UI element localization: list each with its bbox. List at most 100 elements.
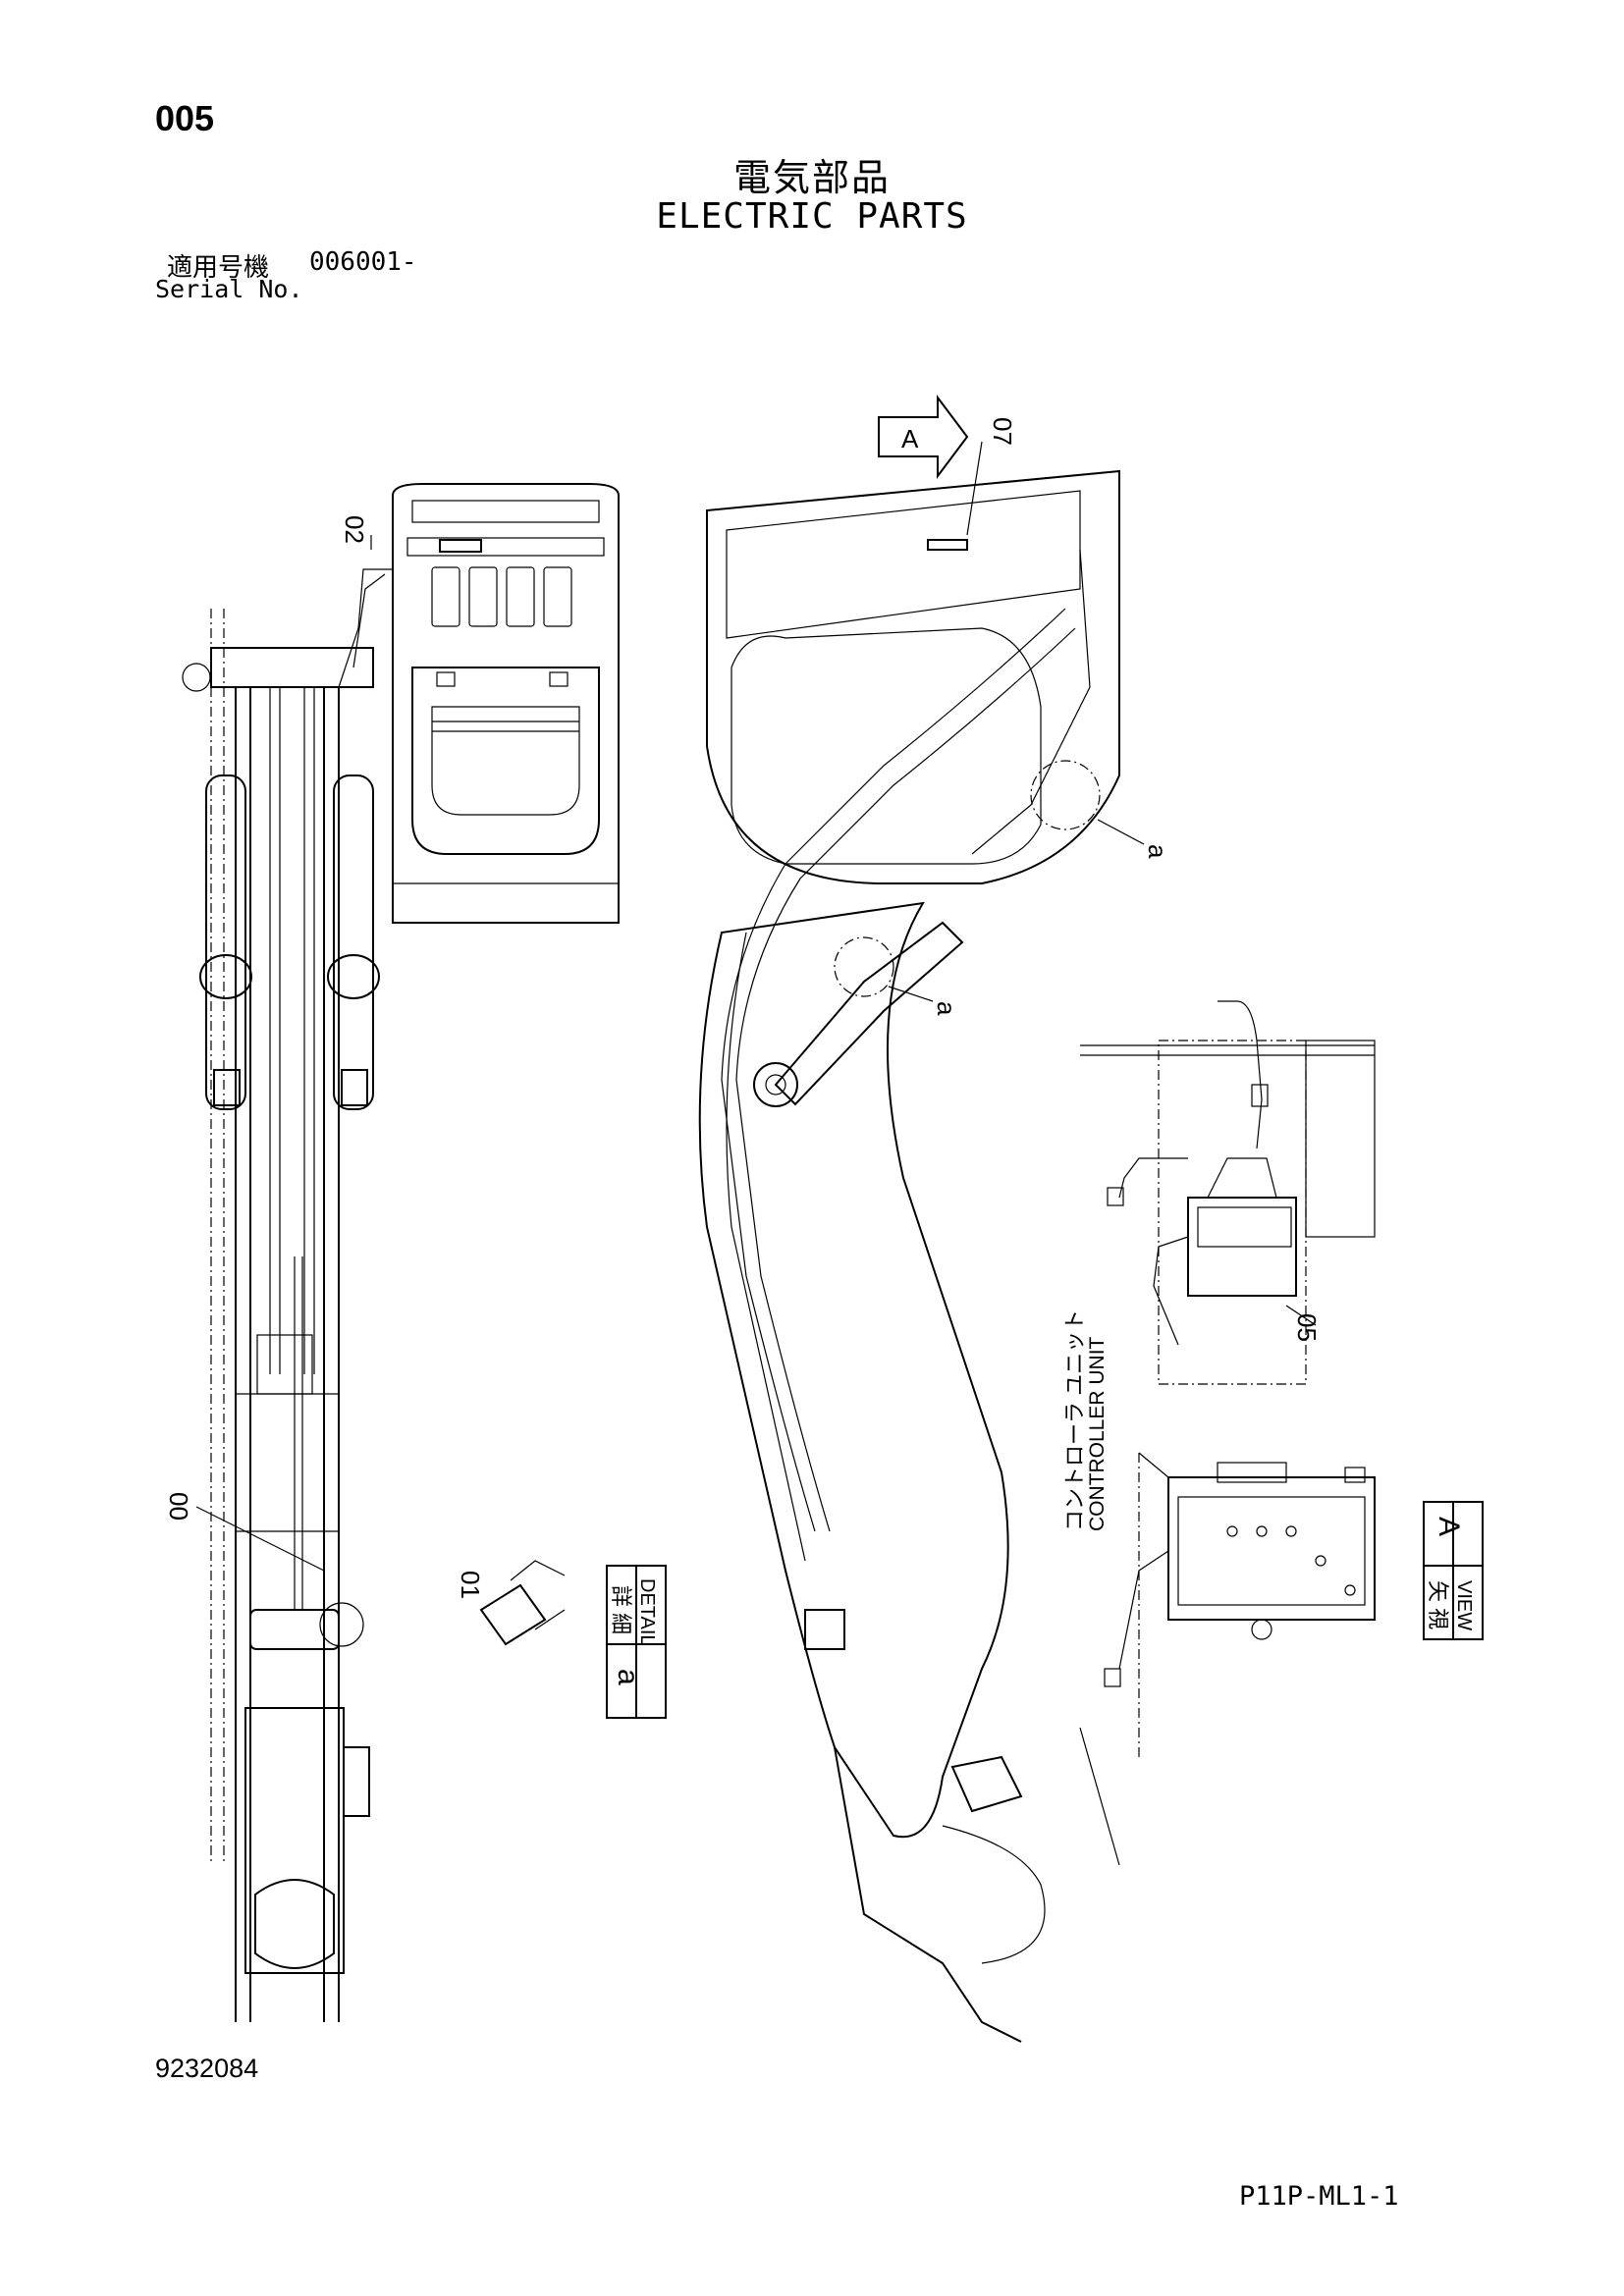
view-arrow-shape xyxy=(878,395,969,479)
bolt xyxy=(1344,1584,1356,1596)
serial-label-en: Serial No. xyxy=(155,275,303,303)
cab-window-2 xyxy=(468,566,498,627)
boom-side-inner xyxy=(726,932,806,1562)
frame-hidden xyxy=(1158,1040,1307,1385)
arm-bracket xyxy=(249,1609,340,1650)
detail-part-01 xyxy=(479,1583,547,1646)
pin-circle xyxy=(182,663,211,692)
harness-cab xyxy=(352,573,386,668)
detail-a-view xyxy=(479,1560,566,1646)
view-box-letter: A xyxy=(1433,1517,1465,1536)
detail-box-letter: a xyxy=(612,1669,644,1685)
top-view-drawing xyxy=(182,483,620,2022)
controller-unit xyxy=(1167,1476,1376,1621)
connector xyxy=(1107,1187,1124,1206)
view-box-en: VIEW xyxy=(1453,1580,1475,1630)
cab-roof-side xyxy=(726,490,1081,639)
callout-05: 05 xyxy=(1292,1313,1322,1342)
harness-view xyxy=(1153,1236,1189,1346)
cab-hinge xyxy=(436,671,456,687)
boom-cylinder-right xyxy=(333,774,374,1110)
cab-window-3 xyxy=(506,566,535,627)
cab-hinge xyxy=(549,671,568,687)
cab-seat xyxy=(431,706,580,816)
harness-arm-side xyxy=(942,1825,1046,1964)
leader-05 xyxy=(1285,1305,1317,1326)
callout-02: 02 xyxy=(340,515,369,544)
leader-a2 xyxy=(888,986,934,1002)
sheet-code: P11P-ML1-1 xyxy=(1239,2181,1399,2212)
page-title-jp: 電気部品 xyxy=(732,156,891,199)
view-a-drawing xyxy=(1080,1000,1376,1757)
callout-01: 01 xyxy=(456,1571,485,1599)
harness-boom-side xyxy=(735,627,1076,1532)
boom-pivot xyxy=(753,1062,798,1107)
arm-edge xyxy=(1079,1727,1120,1866)
boom-base-bracket xyxy=(210,647,374,688)
serial-label-jp: 適用号機 xyxy=(167,253,270,283)
bucket-cylinder xyxy=(244,1707,345,1974)
detail-wire xyxy=(534,1609,566,1630)
controller-connector xyxy=(1207,1157,1277,1199)
detail-box-jp: 詳 細 xyxy=(609,1585,633,1634)
bolt xyxy=(1226,1525,1238,1537)
cab-roof-strip xyxy=(411,500,600,523)
mount-point xyxy=(1251,1619,1272,1640)
detail-a-marker xyxy=(834,936,894,997)
part-07-plate xyxy=(927,539,968,551)
cylinder-rod-end xyxy=(213,1069,241,1106)
callout-07: 07 xyxy=(988,417,1017,446)
harness-controller xyxy=(1118,1550,1169,1670)
cab-window-side xyxy=(731,627,1042,865)
arm-clamp xyxy=(804,1609,845,1650)
detail-wire xyxy=(510,1560,566,1581)
serial-value: 006001- xyxy=(309,247,417,277)
leader-00 xyxy=(195,1506,325,1572)
leader-controller xyxy=(1138,1452,1169,1478)
controller-label-jp-text: コントローラ ユニット xyxy=(1062,1309,1087,1531)
controller-label: コントローラ ユニット CONTROLLER UNIT xyxy=(1062,1309,1109,1531)
boom-side-outline xyxy=(698,901,1009,1839)
cylinder-rod-end xyxy=(341,1069,368,1106)
side-view-drawing xyxy=(698,441,1120,2043)
controller-box-upper xyxy=(1187,1197,1297,1297)
cab-switch-panel xyxy=(439,539,482,553)
callout-00: 00 xyxy=(164,1492,193,1521)
view-arrow-letter: A xyxy=(901,424,919,454)
boom-cylinder-left xyxy=(205,774,246,1110)
document-number: 9232084 xyxy=(155,2054,259,2083)
harness-cab-side xyxy=(971,549,1091,855)
boom-cylinder-side xyxy=(774,921,964,1106)
bolt xyxy=(1315,1555,1326,1567)
harness-view xyxy=(1218,1000,1263,1149)
harness-view xyxy=(1118,1157,1188,1199)
detail-label-box: 詳 細 DETAIL a xyxy=(606,1565,667,1719)
leader-07 xyxy=(966,441,983,536)
cab-front-strip xyxy=(406,537,605,557)
cab-body-side xyxy=(706,469,1120,884)
leader-a1 xyxy=(1097,819,1145,845)
controller-label-en-text: CONTROLLER UNIT xyxy=(1086,1336,1109,1531)
boom-pivot-inner xyxy=(765,1074,786,1095)
harness-cab xyxy=(338,568,393,883)
bucket-linkage xyxy=(343,1746,370,1817)
controller-connector-top xyxy=(1344,1467,1366,1483)
arm-joint xyxy=(319,1602,364,1647)
connector xyxy=(1104,1668,1121,1687)
callout-a2: a xyxy=(932,1001,961,1016)
arm-bracket-side xyxy=(950,1755,1023,1813)
harness-boom-side xyxy=(721,608,1066,1532)
cab-window-4 xyxy=(543,566,572,627)
view-box-jp: 矢 視 xyxy=(1426,1580,1450,1629)
cab-seat-area xyxy=(411,667,600,855)
bolt xyxy=(1285,1525,1297,1537)
cylinder-end-right xyxy=(327,954,380,999)
controller-detail xyxy=(1197,1206,1292,1248)
view-label-box: 矢 視 VIEW A xyxy=(1423,1501,1484,1640)
bolt xyxy=(1256,1525,1268,1537)
frame-box xyxy=(1305,1040,1376,1238)
bucket-end xyxy=(254,1879,335,1969)
view-arrow-a: A xyxy=(878,395,969,479)
cab-outline xyxy=(392,483,620,924)
